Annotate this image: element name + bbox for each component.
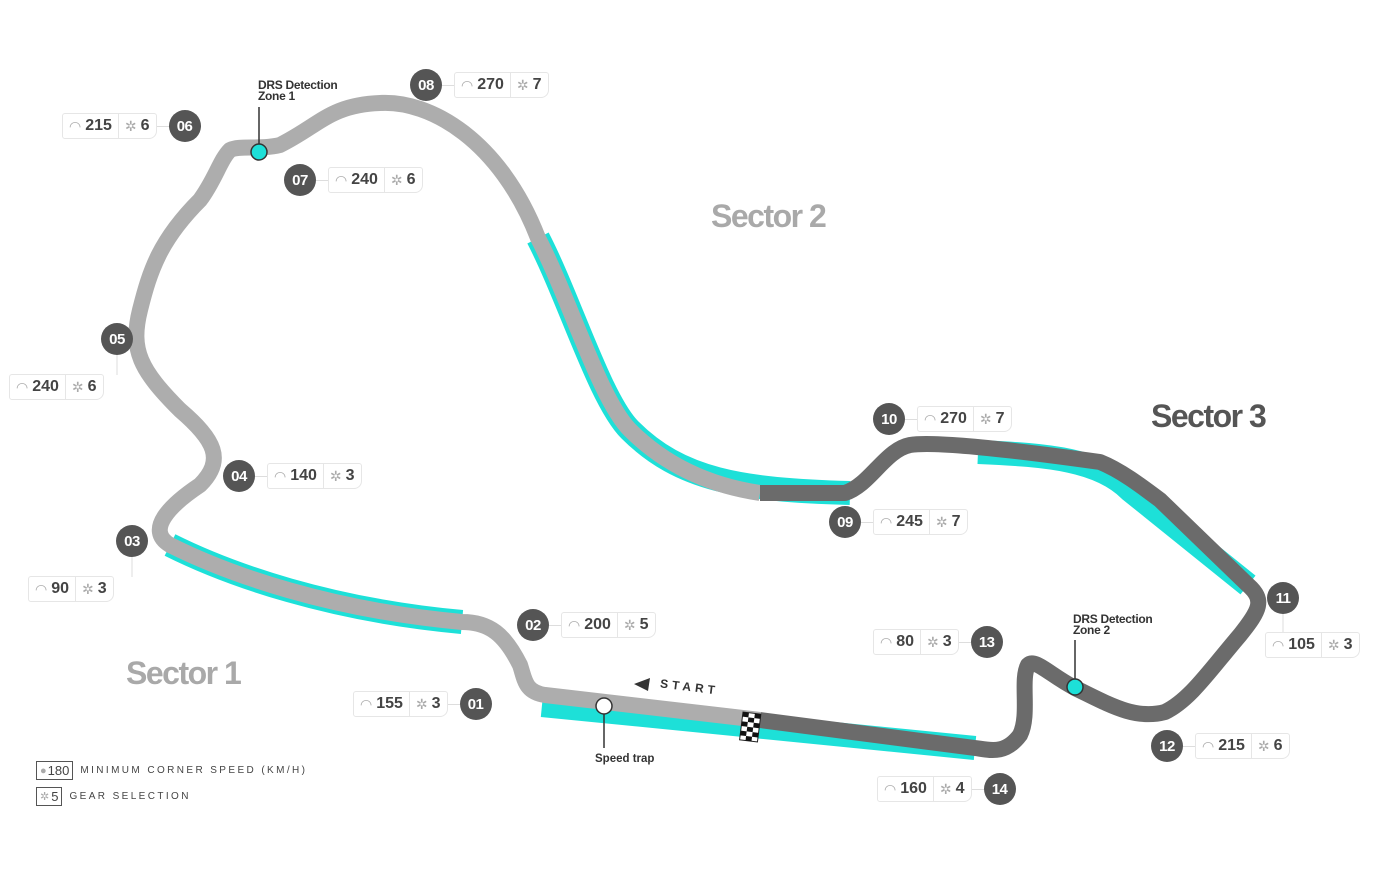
corner-08: 08 ◠270✲7 bbox=[410, 69, 549, 101]
drs-detection-marker-2 bbox=[1066, 678, 1084, 696]
corner-06: ◠215✲6 06 bbox=[62, 110, 201, 142]
drs-detection-marker-1 bbox=[250, 143, 268, 161]
track-sector-1-2 bbox=[128, 94, 762, 728]
gear-icon: ✲ bbox=[1257, 737, 1270, 754]
gauge-icon: ◠ bbox=[16, 378, 29, 395]
gauge-icon: ◠ bbox=[1202, 737, 1215, 754]
corner-badge: 02 bbox=[517, 609, 549, 641]
corner-13: ◠80✲3 13 bbox=[873, 626, 1003, 658]
corner-03: 03 bbox=[116, 525, 148, 557]
corner-05-info: ◠240✲6 bbox=[9, 374, 104, 400]
corner-badge: 01 bbox=[459, 688, 492, 720]
gauge-icon: ◠ bbox=[1272, 636, 1285, 653]
gear-icon: ✲ bbox=[939, 780, 952, 797]
gauge-icon: ◠ bbox=[35, 580, 48, 597]
corner-11-info: ◠105✲3 bbox=[1265, 632, 1360, 658]
sector-2-label: Sector 2 bbox=[711, 198, 827, 234]
track-sector-3 bbox=[758, 436, 1267, 759]
legend-speed: ●180 MINIMUM CORNER SPEED (KM/H) bbox=[36, 761, 307, 780]
drs-zones bbox=[164, 232, 1256, 760]
gauge-icon: ◠ bbox=[880, 513, 893, 530]
finish-line-flag bbox=[739, 711, 762, 743]
gear-icon: ✲ bbox=[935, 513, 948, 530]
gear-icon: ✲ bbox=[71, 378, 84, 395]
corner-badge: 12 bbox=[1151, 730, 1183, 762]
sector-1-label: Sector 1 bbox=[126, 655, 242, 691]
corner-04: 04 ◠140✲3 bbox=[223, 460, 362, 492]
gear-icon: ✲ bbox=[415, 695, 428, 712]
corner-01: ◠155✲3 01 bbox=[353, 688, 492, 720]
gauge-icon: ◠ bbox=[274, 467, 287, 484]
corner-11: 11 bbox=[1267, 582, 1299, 614]
corner-10: 10 ◠270✲7 bbox=[873, 403, 1012, 435]
corner-badge: 09 bbox=[829, 506, 861, 538]
gauge-icon: ◠ bbox=[360, 695, 373, 712]
corner-badge: 06 bbox=[168, 110, 201, 142]
gauge-icon: ◠ bbox=[461, 76, 474, 93]
speed-trap-label: Speed trap bbox=[595, 753, 655, 765]
gear-icon: ✲ bbox=[516, 76, 529, 93]
gauge-icon: ◠ bbox=[924, 410, 937, 427]
corner-badge: 13 bbox=[970, 626, 1003, 658]
corner-03-info: ◠90✲3 bbox=[28, 576, 114, 602]
sector-3-label: Sector 3 bbox=[1151, 398, 1267, 434]
corner-05: 05 bbox=[101, 323, 133, 355]
corner-09: 09 ◠245✲7 bbox=[829, 506, 968, 538]
corner-badge: 05 bbox=[101, 323, 133, 355]
corner-badge: 11 bbox=[1267, 582, 1299, 614]
gear-icon: ✲ bbox=[40, 791, 50, 803]
gauge-icon: ◠ bbox=[884, 780, 897, 797]
corner-badge: 07 bbox=[284, 164, 316, 196]
corner-badge: 04 bbox=[223, 460, 255, 492]
corner-badge: 10 bbox=[873, 403, 905, 435]
gear-icon: ✲ bbox=[329, 467, 342, 484]
corner-badge: 08 bbox=[410, 69, 442, 101]
gear-icon: ✲ bbox=[979, 410, 992, 427]
gauge-icon: ◠ bbox=[880, 633, 893, 650]
gear-icon: ✲ bbox=[927, 633, 939, 650]
corner-badge: 14 bbox=[983, 773, 1016, 805]
gear-icon: ✲ bbox=[1327, 636, 1340, 653]
speed-trap-marker bbox=[595, 697, 613, 715]
gauge-icon: ◠ bbox=[69, 117, 82, 134]
gauge-icon: ◠ bbox=[335, 171, 348, 188]
start-arrow-icon bbox=[634, 678, 650, 691]
gauge-icon: ● bbox=[40, 764, 47, 777]
gear-icon: ✲ bbox=[623, 616, 636, 633]
gear-icon: ✲ bbox=[82, 580, 94, 597]
corner-14: ◠160✲4 14 bbox=[877, 773, 1016, 805]
gear-icon: ✲ bbox=[124, 117, 137, 134]
corner-badge: 03 bbox=[116, 525, 148, 557]
gear-icon: ✲ bbox=[390, 171, 403, 188]
legend-gear: ✲5 GEAR SELECTION bbox=[36, 787, 191, 806]
corner-07: 07 ◠240✲6 bbox=[284, 164, 423, 196]
corner-02: 02 ◠200✲5 bbox=[517, 609, 656, 641]
gauge-icon: ◠ bbox=[568, 616, 581, 633]
corner-12: 12 ◠215✲6 bbox=[1151, 730, 1290, 762]
